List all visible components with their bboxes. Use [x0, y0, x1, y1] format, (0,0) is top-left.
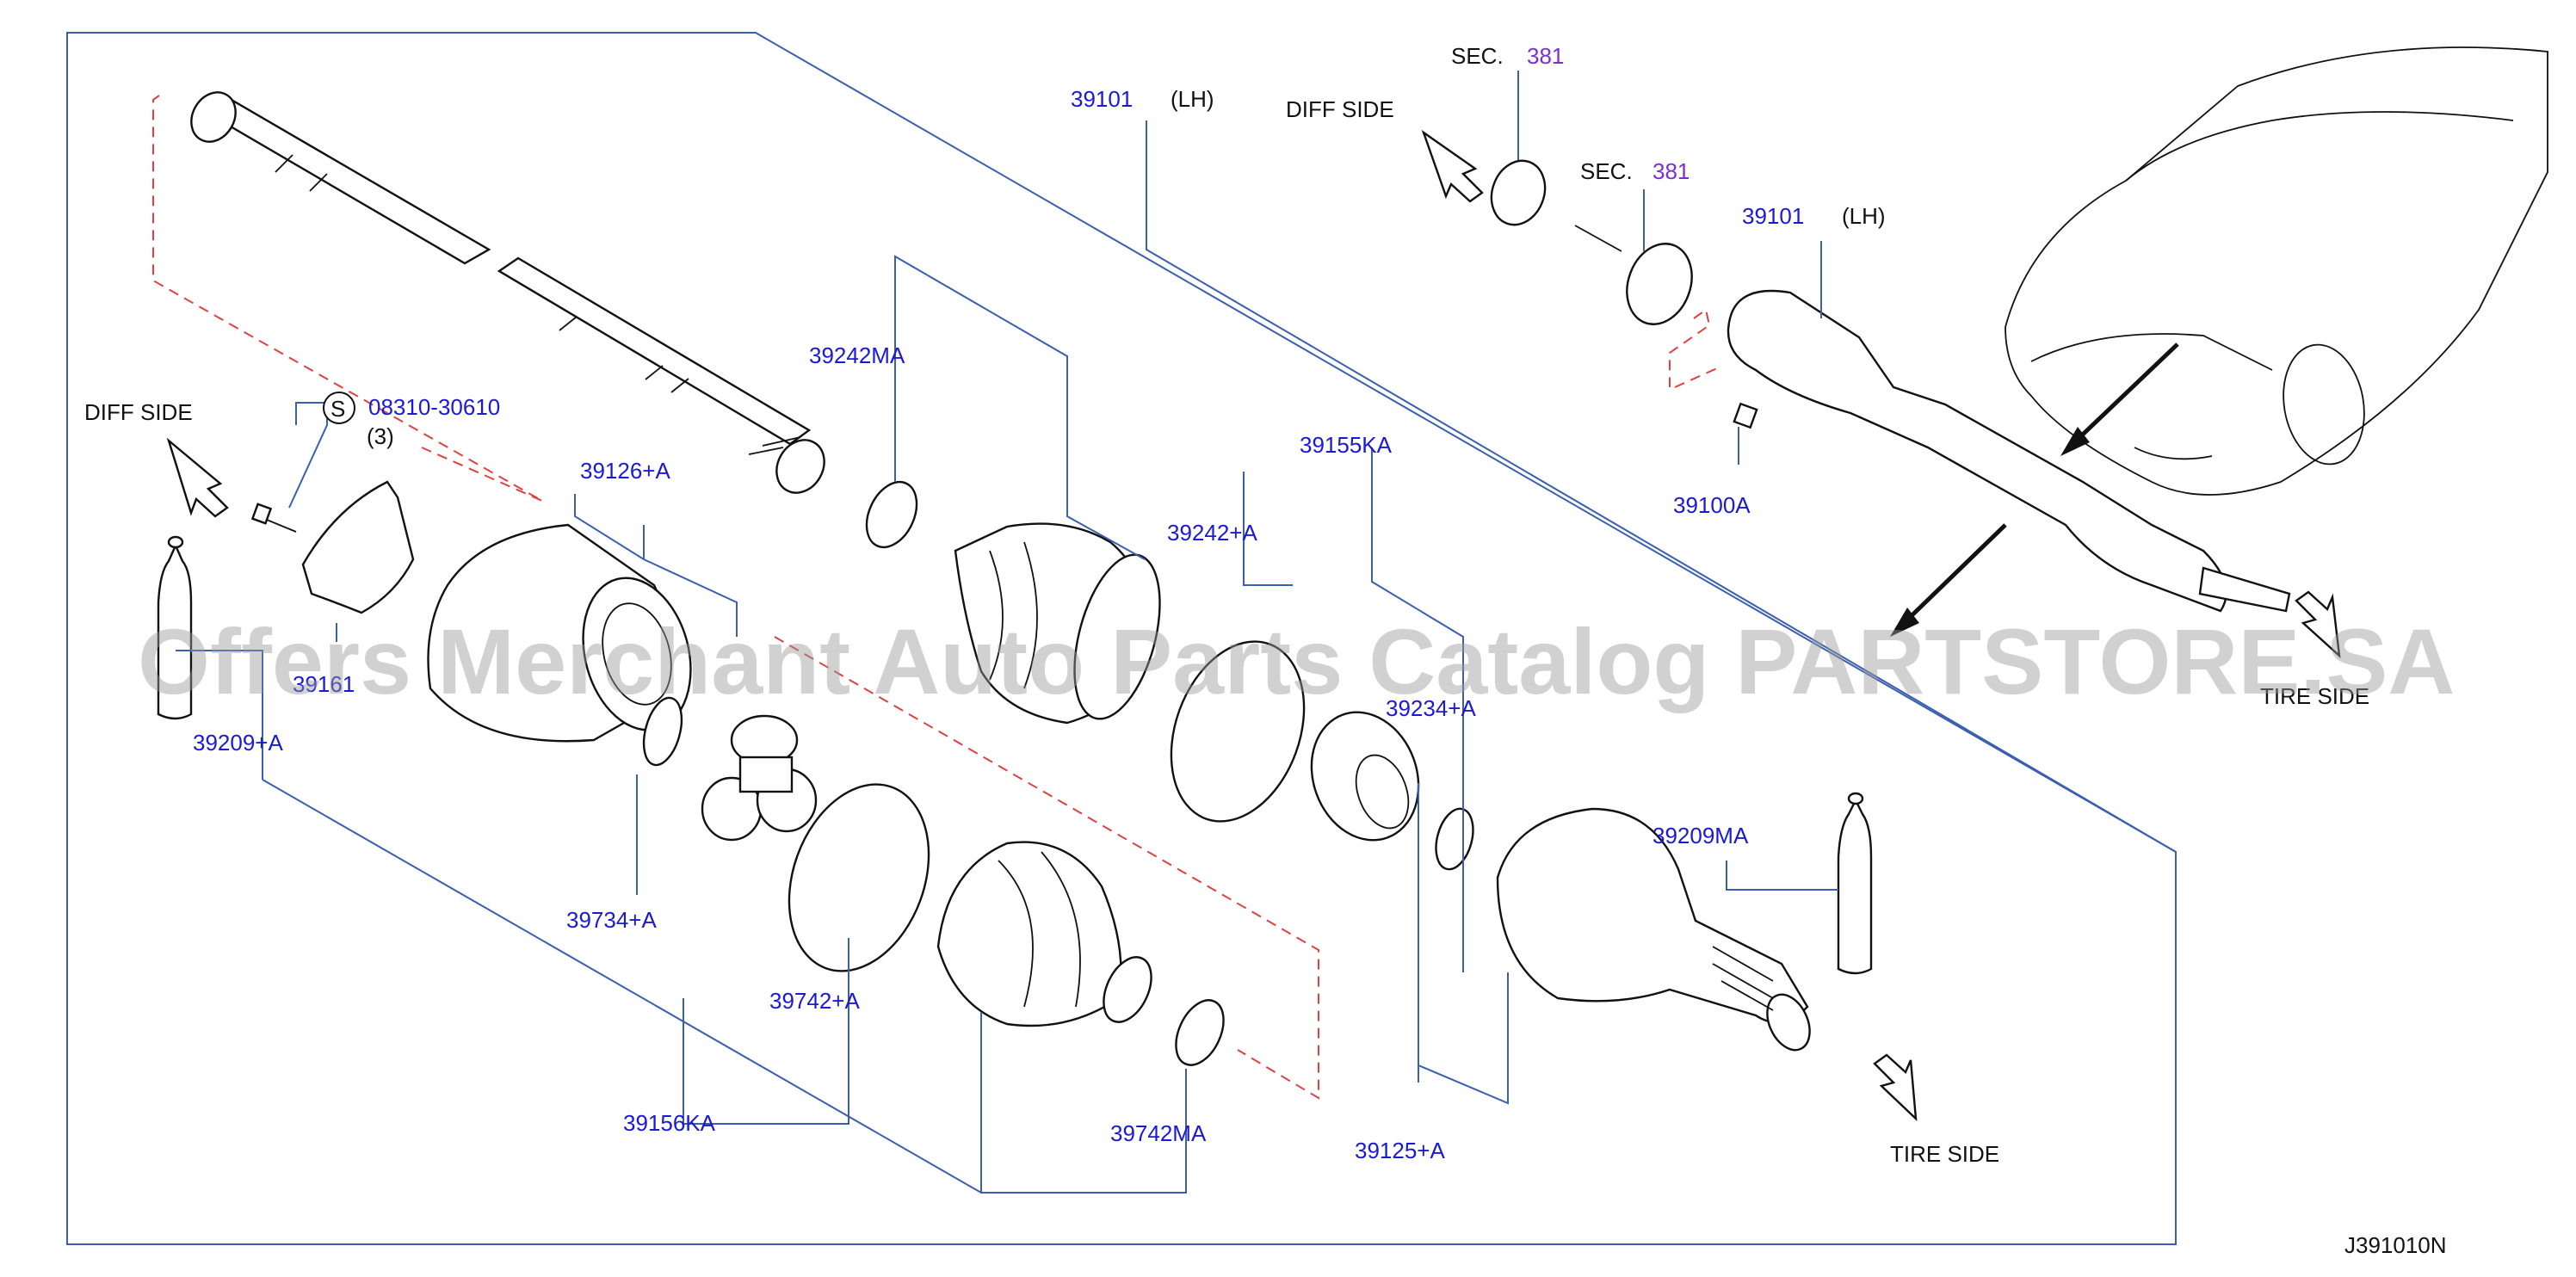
label-39161: 39161: [293, 671, 355, 697]
label-39125A: 39125+A: [1355, 1138, 1445, 1163]
label-sec-381-second: SEC.: [1580, 158, 1633, 184]
oil-seal-381: [1490, 159, 1547, 226]
grease-tube-left: [157, 535, 193, 720]
snap-ring-39734: [642, 696, 683, 767]
label-39234A: 39234+A: [1386, 695, 1476, 721]
label-39209MA: 39209MA: [1652, 823, 1749, 848]
label-39101-inset: 39101: [1742, 203, 1804, 229]
label-39101-main: 39101: [1071, 86, 1133, 112]
label-sec-381-top: SEC.: [1451, 43, 1504, 69]
assembly-dashed-lines: [152, 95, 1718, 1100]
label-39242MA: 39242MA: [809, 342, 905, 368]
diff-side-top-arrow: [1421, 129, 1484, 203]
group-frame: [66, 32, 2177, 1245]
label-39156KA: 39156KA: [623, 1110, 716, 1136]
label-sec-381-second-num: 381: [1652, 158, 1690, 184]
label-08310-symbol: S: [330, 396, 345, 422]
label-39742A: 39742+A: [769, 988, 860, 1014]
arrows: [166, 129, 2341, 1122]
tire-side-right-arrow: [2295, 590, 2341, 659]
dust-plate-39161: [301, 480, 415, 614]
figure-code: J391010N: [2344, 1232, 2447, 1258]
inset-drive-shaft: [1727, 289, 2291, 613]
label-diff-side-left: DIFF SIDE: [84, 399, 193, 425]
clamp-39242A: [1170, 640, 1306, 823]
leader-lines: [176, 71, 2177, 1194]
label-39101-main-note: (LH): [1171, 86, 1214, 112]
boot-upper: [954, 522, 1161, 725]
label-39742MA: 39742MA: [1110, 1120, 1207, 1146]
arrow-car-to-inset: [2067, 342, 2179, 449]
arrow-inset-to-main: [1897, 523, 2007, 630]
label-sec-381-top-num: 381: [1527, 43, 1564, 69]
axle-shaft: [190, 91, 825, 494]
label-39101-inset-note: (LH): [1842, 203, 1886, 229]
label-39734A: 39734+A: [566, 907, 657, 933]
callout-08310: S 08310-30610 (3): [323, 392, 500, 449]
label-39209A: 39209+A: [193, 730, 283, 756]
bolt-39100A: [1733, 402, 1758, 429]
label-tire-side-bottom: TIRE SIDE: [1890, 1141, 1999, 1167]
label-39242A: 39242+A: [1167, 520, 1257, 546]
label-39155KA: 39155KA: [1300, 432, 1393, 458]
label-tire-side-right: TIRE SIDE: [2260, 683, 2369, 709]
flange-381: [1574, 225, 1693, 325]
circlip-39234: [1435, 807, 1474, 871]
label-39100A: 39100A: [1673, 492, 1751, 518]
bearing-cage-39234: [1310, 711, 1420, 842]
boot-lower: [936, 841, 1152, 1027]
label-08310-30610: 08310-30610: [368, 394, 500, 420]
label-08310-qty: (3): [367, 423, 394, 449]
bolt-08310: [250, 503, 297, 533]
housing-39126: [427, 523, 692, 743]
vehicle-outline: [2005, 46, 2548, 496]
clamp-39242MA: [865, 480, 918, 549]
label-diff-side-top: DIFF SIDE: [1286, 96, 1394, 122]
diff-side-left-arrow: [166, 437, 229, 518]
watermark: Offers Merchant Auto Parts Catalog PARTS…: [138, 609, 2455, 713]
spider-assembly: [701, 714, 818, 842]
clamp-39742MA: [1175, 999, 1225, 1066]
band-39742A: [788, 783, 930, 972]
outer-joint-39125: [1496, 807, 1811, 1052]
label-39126A: 39126+A: [580, 458, 670, 484]
tire-side-bottom-arrow: [1873, 1053, 1918, 1122]
grease-tube-right: [1837, 792, 1873, 975]
